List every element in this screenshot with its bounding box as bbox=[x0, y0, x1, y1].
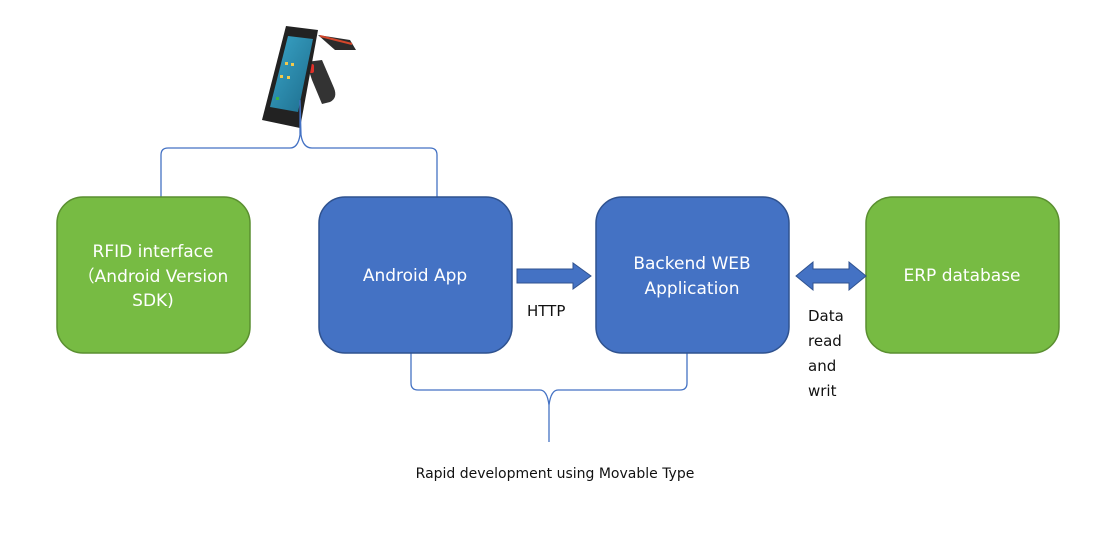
node-label: ERP database bbox=[903, 266, 1020, 286]
node-label: Android App bbox=[363, 266, 467, 286]
node-label: Application bbox=[645, 279, 740, 299]
rfid-handheld-scanner-icon bbox=[262, 26, 356, 128]
data-label: and bbox=[808, 357, 836, 375]
top-brace-connector bbox=[160, 99, 438, 197]
node-label: RFID interface bbox=[93, 242, 214, 262]
http-label: HTTP bbox=[527, 302, 565, 320]
bottom-brace-connector bbox=[410, 353, 688, 442]
data-label: writ bbox=[808, 382, 837, 400]
data-bidirectional-arrow bbox=[795, 260, 867, 292]
node-label: Backend WEB bbox=[633, 254, 750, 274]
node-label: SDK) bbox=[132, 291, 174, 311]
node-erp-database: ERP database bbox=[865, 196, 1060, 354]
data-label: read bbox=[808, 332, 842, 350]
data-label: Data bbox=[808, 307, 844, 325]
node-backend-web-application: Backend WEB Application bbox=[595, 196, 790, 354]
node-android-app: Android App bbox=[318, 196, 513, 354]
node-label: （Android Version bbox=[78, 267, 229, 287]
node-rfid-interface: RFID interface （Android Version SDK) bbox=[56, 196, 251, 354]
caption: Rapid development using Movable Type bbox=[416, 466, 695, 482]
http-arrow bbox=[516, 262, 592, 290]
